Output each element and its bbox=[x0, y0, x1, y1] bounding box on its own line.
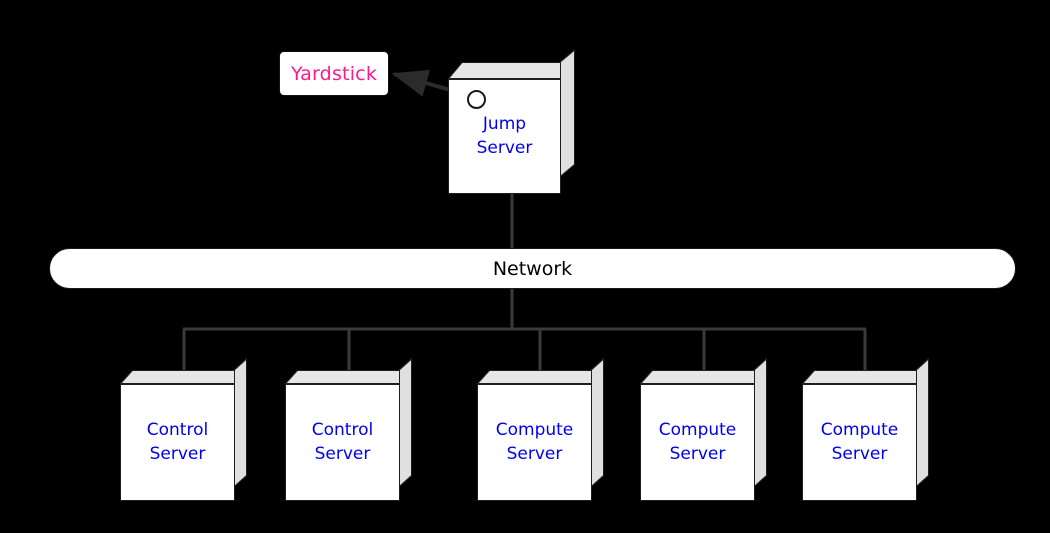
control-server-1-front-face bbox=[120, 384, 235, 501]
control-server-2-side-face bbox=[399, 358, 412, 487]
compute-server-1-front-face bbox=[477, 384, 592, 501]
jump-server-top-face bbox=[448, 62, 576, 79]
compute-server-3-top-face bbox=[802, 370, 930, 384]
control-server-1-node[interactable]: Control Server bbox=[120, 358, 248, 501]
control-server-1-side-face bbox=[234, 358, 247, 487]
jump-server-front-face bbox=[448, 79, 561, 194]
control-server-2-top-face bbox=[285, 370, 413, 384]
compute-server-2-front-face bbox=[640, 384, 755, 501]
network-label: Network bbox=[492, 257, 573, 280]
compute-server-2-top-face bbox=[640, 370, 768, 384]
compute-server-3-node[interactable]: Compute Server bbox=[802, 358, 930, 501]
endpoint-circle-icon bbox=[467, 90, 486, 109]
control-server-2-front-face bbox=[285, 384, 400, 501]
compute-server-2-side-face bbox=[754, 358, 767, 487]
network-bar[interactable]: Network bbox=[49, 248, 1016, 289]
compute-server-1-top-face bbox=[477, 370, 605, 384]
control-server-2-node[interactable]: Control Server bbox=[285, 358, 413, 501]
compute-server-2-node[interactable]: Compute Server bbox=[640, 358, 768, 501]
jump-server-node[interactable]: Jump Server bbox=[448, 49, 576, 194]
jump-server-side-face bbox=[560, 49, 575, 177]
yardstick-label: Yardstick bbox=[290, 62, 378, 85]
compute-server-3-front-face bbox=[802, 384, 917, 501]
compute-server-1-node[interactable]: Compute Server bbox=[477, 358, 605, 501]
compute-server-3-side-face bbox=[916, 358, 929, 487]
control-server-1-top-face bbox=[120, 370, 248, 384]
yardstick-box[interactable]: Yardstick bbox=[279, 51, 389, 96]
compute-server-1-side-face bbox=[591, 358, 604, 487]
